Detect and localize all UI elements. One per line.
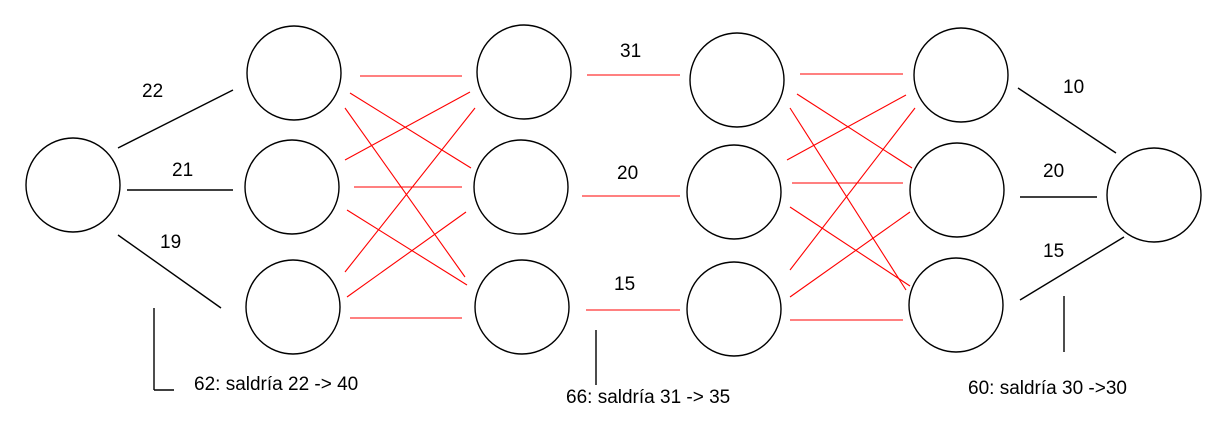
- node-a3: [245, 259, 341, 355]
- note-right: 60: saldría 30 ->30: [968, 378, 1127, 399]
- edge-label: 21: [172, 160, 193, 181]
- red-edges-b-to-c: [582, 74, 680, 311]
- edge-label: 31: [620, 41, 641, 62]
- edge-source-to-a1: [117, 89, 234, 149]
- edge-label: 22: [142, 81, 163, 102]
- edge-d3-to-sink: [1019, 236, 1125, 301]
- node-b2: [473, 139, 569, 235]
- edge-c3-d2: [789, 211, 911, 298]
- node-c2: [686, 144, 782, 240]
- red-edges-a-to-b: [344, 75, 476, 319]
- edge-label: 15: [614, 274, 635, 295]
- node-d2: [909, 142, 1005, 238]
- node-a2: [244, 139, 340, 235]
- nodes: [25, 24, 1202, 357]
- node-d1: [913, 27, 1009, 123]
- node-d3: [908, 257, 1004, 353]
- edge-labels: 22 21 19 31 20 15 10 20 15: [142, 41, 1084, 295]
- note-middle: 66: saldría 31 -> 35: [566, 387, 730, 408]
- edge-c2-d3: [789, 206, 911, 287]
- edge-d1-to-sink: [1017, 87, 1117, 154]
- edge-c1-d2: [796, 93, 913, 169]
- red-edges-c-to-d: [786, 73, 916, 321]
- edge-a2-b1: [344, 91, 471, 161]
- edge-c1-d3: [789, 107, 907, 291]
- node-a1: [246, 25, 342, 121]
- node-b3: [474, 259, 570, 355]
- sink-edges: [1017, 87, 1125, 301]
- notes: 62: saldría 22 -> 40 66: saldría 31 -> 3…: [194, 374, 1127, 408]
- node-c3: [686, 261, 782, 357]
- annotation-lines: [153, 296, 1065, 391]
- edge-a2-b3: [346, 209, 468, 286]
- edge-c3-d1: [789, 107, 916, 271]
- edge-label: 20: [1043, 161, 1064, 182]
- source-edges: [117, 89, 234, 309]
- sink-node: [1106, 147, 1202, 243]
- edge-label: 20: [617, 163, 638, 184]
- note-left: 62: saldría 22 -> 40: [194, 374, 358, 395]
- source-node: [25, 137, 121, 233]
- edge-label: 10: [1063, 77, 1084, 98]
- node-b1: [476, 24, 572, 120]
- edge-a1-b3: [344, 107, 466, 278]
- edge-a3-b2: [346, 211, 467, 298]
- edge-source-to-a3: [117, 234, 222, 309]
- edge-label: 19: [160, 232, 181, 253]
- node-c1: [689, 32, 785, 128]
- edge-label: 15: [1043, 241, 1064, 262]
- edge-c2-d1: [786, 94, 907, 161]
- edge-a3-b1: [344, 107, 476, 273]
- edge-a1-b2: [349, 92, 472, 169]
